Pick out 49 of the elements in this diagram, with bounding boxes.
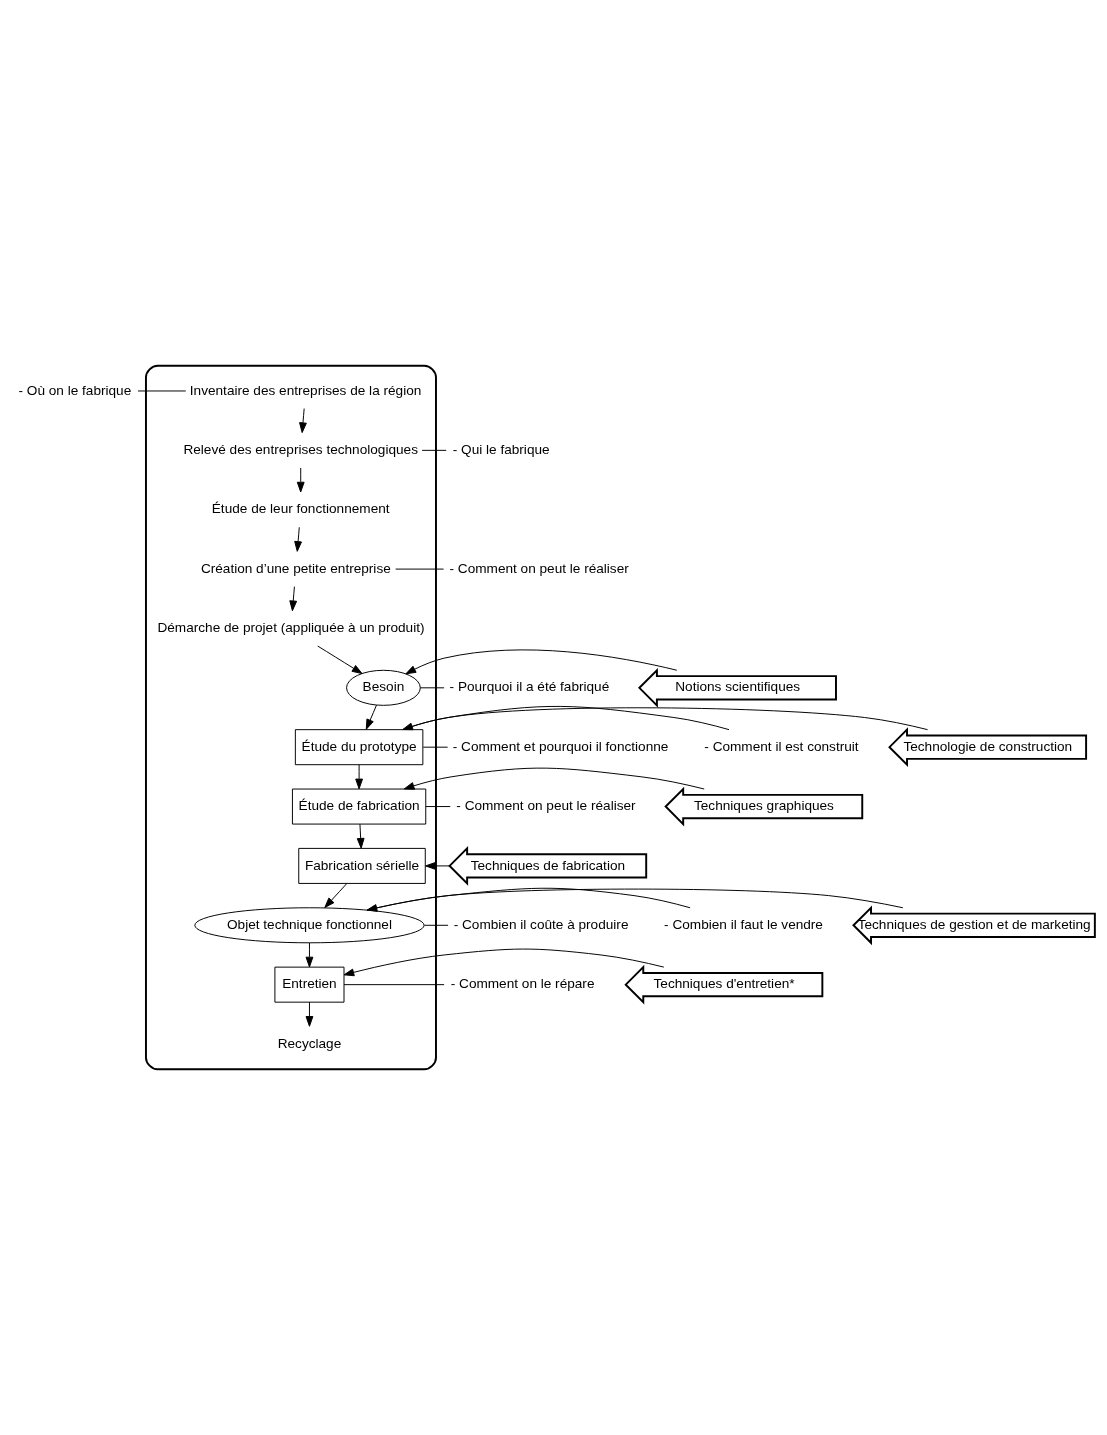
node-text: - Comment on peut le réaliser <box>456 798 636 814</box>
node-box: Étude du prototype <box>294 729 424 766</box>
node-box: Entretien <box>274 966 345 1003</box>
arrow <box>299 408 307 434</box>
connector <box>422 746 449 748</box>
arrow <box>317 645 363 675</box>
connector <box>423 924 449 926</box>
node-text: - Comment et pourquoi il fonctionne <box>452 738 669 754</box>
node-box: Étude de fabrication <box>291 788 427 825</box>
connector <box>402 705 730 731</box>
node-text: - Où on le fabrique <box>18 382 132 398</box>
node-text: Relevé des entreprises technologiques <box>183 441 418 457</box>
connector <box>419 687 445 689</box>
arrow <box>425 862 450 870</box>
arrow <box>356 823 365 849</box>
node-text: - Combien il faut le vendre <box>664 916 823 932</box>
node-text: Inventaire des entreprises de la région <box>189 382 422 398</box>
connector <box>395 568 445 570</box>
arrow <box>343 948 665 977</box>
connector <box>343 984 445 986</box>
node-text: - Pourquoi il a été fabriqué <box>449 679 610 695</box>
arrow <box>405 649 678 675</box>
node-box: Fabrication sérielle <box>298 847 426 884</box>
node-text: Création d’une petite entreprise <box>200 560 391 576</box>
arrow <box>365 704 377 730</box>
node-text: Recyclage <box>277 1035 342 1051</box>
node-text: - Comment il est construit <box>704 738 859 754</box>
arrow <box>403 767 705 790</box>
node-text: - Comment on le répare <box>450 976 595 992</box>
node-ellipse: Besoin <box>346 669 421 706</box>
node-text: Démarche de projet (appliquée à un produit) <box>157 620 425 636</box>
arrow <box>366 888 904 912</box>
arrow <box>324 883 348 909</box>
arrow <box>305 1001 314 1027</box>
arrow <box>355 764 363 790</box>
arrow <box>305 942 314 968</box>
connector <box>425 806 451 808</box>
node-text: - Comment on peut le réaliser <box>449 560 629 576</box>
arrow <box>294 526 302 552</box>
node-text: - Combien il coûte à produire <box>453 916 629 932</box>
arrow <box>402 707 929 731</box>
node-ellipse: Objet technique fonctionnel <box>194 907 425 944</box>
node-text: - Qui le fabrique <box>452 441 550 457</box>
connector <box>421 449 447 451</box>
node-text: Étude de leur fonctionnement <box>211 501 390 517</box>
arrow <box>289 586 298 612</box>
connector <box>137 390 187 392</box>
connector <box>366 887 691 911</box>
arrow <box>296 467 305 493</box>
